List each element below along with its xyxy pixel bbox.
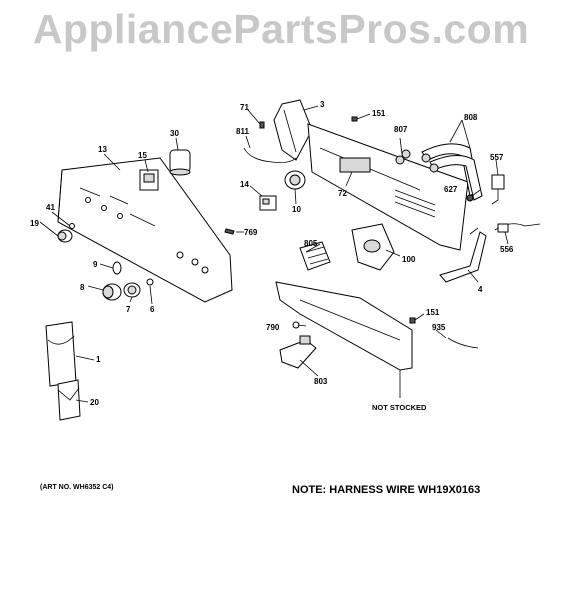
harness-note: NOTE: HARNESS WIRE WH19X0163 <box>292 484 481 496</box>
end-bracket-part-4 <box>439 227 487 283</box>
callout-811: 811 <box>236 127 249 136</box>
knob-part-19 <box>57 229 73 243</box>
screw-part-151-upper <box>351 116 358 122</box>
callout-3: 3 <box>320 100 325 109</box>
not-stocked-label: NOT STOCKED <box>372 403 427 412</box>
manual-part-1 <box>45 321 77 387</box>
back-panel-part-72 <box>307 123 469 251</box>
envelope-part-20 <box>57 379 81 421</box>
housing-part-100 <box>351 223 395 271</box>
knob-part-8 <box>102 283 122 301</box>
callout-19: 19 <box>30 219 39 228</box>
clip-part-41 <box>69 223 75 229</box>
switch-part-14 <box>259 195 277 211</box>
lower-backsplash-part <box>275 281 413 371</box>
wire-part-811 <box>243 147 297 163</box>
art-number: (ART NO. WH6352 C4) <box>40 484 114 491</box>
callout-1: 1 <box>96 355 101 364</box>
knob-part-7 <box>123 282 141 298</box>
dispenser-part-803 <box>279 335 317 369</box>
valve-part-805 <box>299 241 331 271</box>
callout-556: 556 <box>500 245 514 254</box>
callout-100: 100 <box>402 255 416 264</box>
timer-part-30 <box>169 149 191 176</box>
callout-30: 30 <box>170 129 179 138</box>
callout-808: 808 <box>464 113 478 122</box>
callout-72: 72 <box>338 189 347 198</box>
control-panel-part <box>57 157 233 303</box>
callout-769: 769 <box>244 228 258 237</box>
callout-13: 13 <box>98 145 107 154</box>
callout-14: 14 <box>240 180 249 189</box>
callout-10: 10 <box>292 205 301 214</box>
callout-4: 4 <box>478 285 483 294</box>
callout-20: 20 <box>90 398 99 407</box>
pressure-switch-part-10 <box>284 170 306 190</box>
callout-151-upper: 151 <box>372 109 386 118</box>
screw-part-71 <box>259 121 265 129</box>
watermark: AppliancePartsPros.com <box>32 6 530 52</box>
callout-71: 71 <box>240 103 249 112</box>
plug-part-557 <box>491 174 505 205</box>
callout-41: 41 <box>46 203 55 212</box>
screw-part-151-lower <box>409 317 416 324</box>
switch-part-15 <box>139 169 159 191</box>
callout-935: 935 <box>432 323 446 332</box>
bracket-part-3 <box>273 99 313 161</box>
screw-part-769 <box>224 228 235 235</box>
callout-807: 807 <box>394 125 408 134</box>
callout-15: 15 <box>138 151 147 160</box>
callout-9: 9 <box>93 260 98 269</box>
clip-part-6 <box>146 278 154 286</box>
callout-557: 557 <box>490 153 504 162</box>
button-part-9 <box>112 261 122 275</box>
callout-790: 790 <box>266 323 280 332</box>
cord-part-556 <box>494 223 541 233</box>
callout-627: 627 <box>444 185 458 194</box>
callout-6: 6 <box>150 305 155 314</box>
callout-8: 8 <box>80 283 85 292</box>
callout-805: 805 <box>304 239 318 248</box>
callout-151-lower: 151 <box>426 308 440 317</box>
wire-part-935 <box>447 337 479 349</box>
clip-part-627 <box>466 194 474 202</box>
callout-803: 803 <box>314 377 328 386</box>
callout-7: 7 <box>126 305 131 314</box>
leader-lines <box>39 105 509 403</box>
